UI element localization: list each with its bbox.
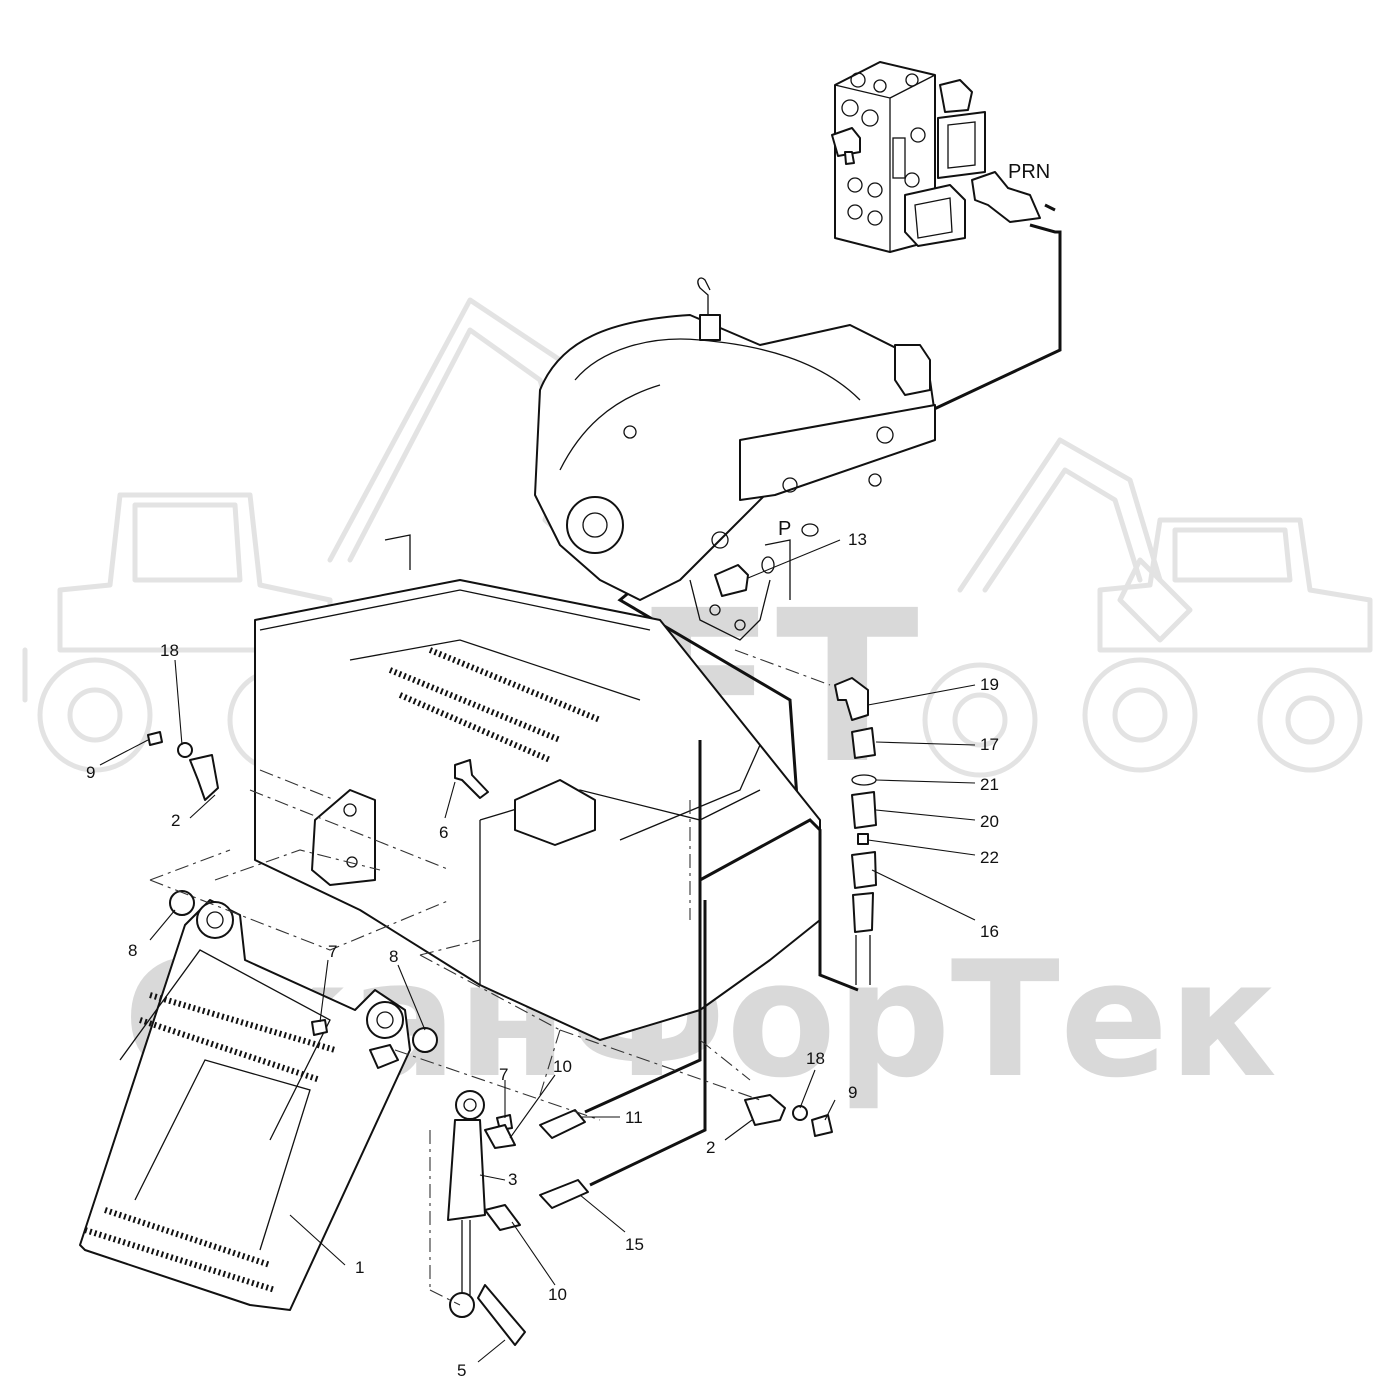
callout-10-upper: 10 <box>553 1057 572 1076</box>
callout-2-right: 2 <box>706 1138 715 1157</box>
callout-8-left: 8 <box>128 941 137 960</box>
callout-22: 22 <box>980 848 999 867</box>
bolt-9-left <box>147 731 163 746</box>
callout-18-right: 18 <box>806 1049 825 1068</box>
nut-17 <box>851 727 876 759</box>
hydraulic-cylinder <box>447 1090 589 1346</box>
washer-18-right <box>792 1105 808 1121</box>
bolt-9-right <box>811 1114 833 1137</box>
tank-assembly <box>254 534 821 1041</box>
elbow-10-upper <box>484 1124 516 1149</box>
bolt-5 <box>477 1284 526 1346</box>
watermark-tractor-right <box>1082 517 1373 773</box>
elbow-10-lower <box>484 1204 521 1231</box>
assembly-center-lines <box>149 649 831 1306</box>
fitting-stack <box>834 677 877 985</box>
callout-8-right: 8 <box>389 947 398 966</box>
fitting-13 <box>714 556 775 597</box>
hose-fitting-11 <box>539 1109 586 1139</box>
callout-5: 5 <box>457 1361 466 1380</box>
callout-21: 21 <box>980 775 999 794</box>
washer-8-right <box>412 1027 438 1053</box>
callout-10-lower: 10 <box>548 1285 567 1304</box>
callout-9-left: 9 <box>86 763 95 782</box>
callout-17: 17 <box>980 735 999 754</box>
callout-7-upper: 7 <box>328 942 337 961</box>
seal-22 <box>857 833 869 845</box>
watermark-excavator-right <box>922 437 1193 778</box>
callout-9-right: 9 <box>848 1083 857 1102</box>
callout-7-lower: 7 <box>499 1065 508 1084</box>
callout-labels: 1 2 2 3 5 6 7 7 8 8 9 9 10 10 11 13 15 1… <box>86 530 999 1380</box>
washer-8-left <box>169 890 195 916</box>
port-label-p: P <box>778 518 791 540</box>
port-label-prn: PRN <box>1008 161 1050 183</box>
leader-lines <box>99 539 976 1363</box>
callout-13: 13 <box>848 530 867 549</box>
callout-15: 15 <box>625 1235 644 1254</box>
clamp-2-right <box>744 1094 786 1126</box>
callout-3: 3 <box>508 1170 517 1189</box>
callout-1: 1 <box>355 1258 364 1277</box>
small-hardware <box>147 731 833 1137</box>
adapter-20 <box>851 791 877 829</box>
washer-18-left <box>177 742 193 758</box>
hydraulic-valve-block <box>831 61 1041 253</box>
elbow-19 <box>834 677 869 721</box>
fitting-16 <box>851 851 877 889</box>
callout-11: 11 <box>625 1108 643 1127</box>
callout-16: 16 <box>980 922 999 941</box>
nut-7-upper <box>311 1019 328 1036</box>
callout-6: 6 <box>439 823 448 842</box>
callout-19: 19 <box>980 675 999 694</box>
callout-2-left: 2 <box>171 811 180 830</box>
hose-fitting-15 <box>539 1179 589 1209</box>
transmission-housing <box>534 277 936 641</box>
callout-18-left: 18 <box>160 641 179 660</box>
callout-20: 20 <box>980 812 999 831</box>
clamp-2-left <box>189 754 219 801</box>
cylinder-hoses <box>584 740 859 1187</box>
step-ladder <box>79 899 411 1311</box>
